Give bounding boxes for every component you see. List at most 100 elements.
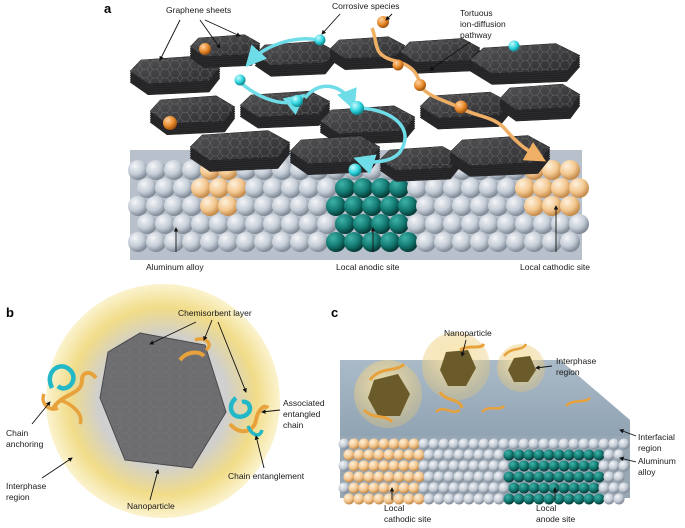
orange-diffusion-path [370,27,547,162]
alloy-sphere [608,460,620,472]
alloy-sphere [483,493,495,505]
cathodic-sphere [408,460,420,472]
alloy-sphere [448,438,460,450]
cathodic-sphere [368,438,380,450]
cathodic-sphere [560,160,580,180]
anodic-sphere [362,232,382,252]
anodic-sphere [398,232,418,252]
anodic-sphere [563,471,575,483]
label-chain-entanglement: Chain entanglement [228,471,305,481]
cathodic-sphere [393,449,405,461]
anodic-sphere [523,471,535,483]
alloy-sphere [182,196,202,216]
alloy-sphere [191,214,211,234]
cathodic-sphere [403,449,415,461]
cathodic-sphere [353,449,365,461]
alloy-sphere [443,178,463,198]
anodic-sphere [398,196,418,216]
anodic-sphere [588,460,600,472]
graphene-hex-texture [470,43,580,74]
anodic-sphere [353,178,373,198]
alloy-sphere [338,438,350,450]
polymer-chains [41,337,270,437]
alloy-sphere [568,438,580,450]
cathodic-sphere [413,471,425,483]
alloy-sphere [598,460,610,472]
cathodic-sphere [408,438,420,450]
panel-c: c [331,305,676,524]
label-local-cathodic-c-line2: cathodic site [384,514,432,524]
anodic-sphere [573,449,585,461]
anodic-sphere [558,460,570,472]
cathodic-sphere [524,196,544,216]
alloy-sphere [218,232,238,252]
alloy-sphere [488,482,500,494]
anodic-sphere [528,482,540,494]
anodic-sphere [593,493,605,505]
alloy-sphere [438,460,450,472]
alloy-sphere [538,438,550,450]
alloy-sphere [461,178,481,198]
alloy-sphere [416,232,436,252]
graphene-hex-texture [330,36,405,59]
anodic-sphere [578,460,590,472]
alloy-sphere [463,493,475,505]
alloy-sphere [308,232,328,252]
anodic-sphere [335,178,355,198]
graphene-hex-texture [500,84,580,111]
label-local-anodic-site: Local anodic site [336,262,400,272]
alloy-sphere [478,438,490,450]
alloy-sphere [470,196,490,216]
anodic-sphere [543,449,555,461]
anodic-sphere [543,471,555,483]
alloy-sphere [433,493,445,505]
alloy-sphere [338,482,350,494]
alloy-sphere [308,196,328,216]
label-aluminum-line1: Aluminum [638,456,676,466]
graphene-sheets [129,34,581,182]
cathodic-sphere [413,449,425,461]
alloy-sphere [299,214,319,234]
graphene-hex-texture [290,135,380,164]
cathodic-sphere [383,471,395,483]
alloy-sphere [578,438,590,450]
anodic-sphere [380,196,400,216]
alloy-sphere [448,460,460,472]
alloy-sphere [488,438,500,450]
cathodic-sphere [363,493,375,505]
label-nanoparticle-b: Nanoparticle [127,501,175,511]
cathodic-sphere [353,493,365,505]
cathodic-sphere [413,493,425,505]
alloy-sphere [443,449,455,461]
cathodic-sphere [343,449,355,461]
alloy-sphere [245,178,265,198]
alloy-sphere [290,196,310,216]
alloy-sphere [479,214,499,234]
alloy-sphere [478,460,490,472]
alloy-sphere [407,178,427,198]
label-local-cathodic-site: Local cathodic site [520,262,590,272]
anodic-sphere [371,214,391,234]
anodic-sphere [528,460,540,472]
cathodic-sphere [358,460,370,472]
alloy-sphere [137,178,157,198]
anodic-sphere [380,232,400,252]
alloy-sphere [603,471,615,483]
alloy-sphere [498,460,510,472]
anodic-sphere [503,471,515,483]
label-aluminum-alloy: Aluminum alloy [146,262,204,272]
alloy-sphere [473,449,485,461]
alloy-sphere [618,482,630,494]
alloy-sphere [443,471,455,483]
label-graphene-sheets: Graphene sheets [166,5,231,15]
alloy-sphere [448,482,460,494]
anodic-sphere [568,482,580,494]
anodic-sphere [326,232,346,252]
alloy-sphere [506,196,526,216]
alloy-sphere [458,460,470,472]
panel-b: b Chemisorbent layer [6,284,325,518]
cathodic-sphere [403,493,415,505]
cathodic-sphere [403,471,415,483]
alloy-sphere [603,449,615,461]
